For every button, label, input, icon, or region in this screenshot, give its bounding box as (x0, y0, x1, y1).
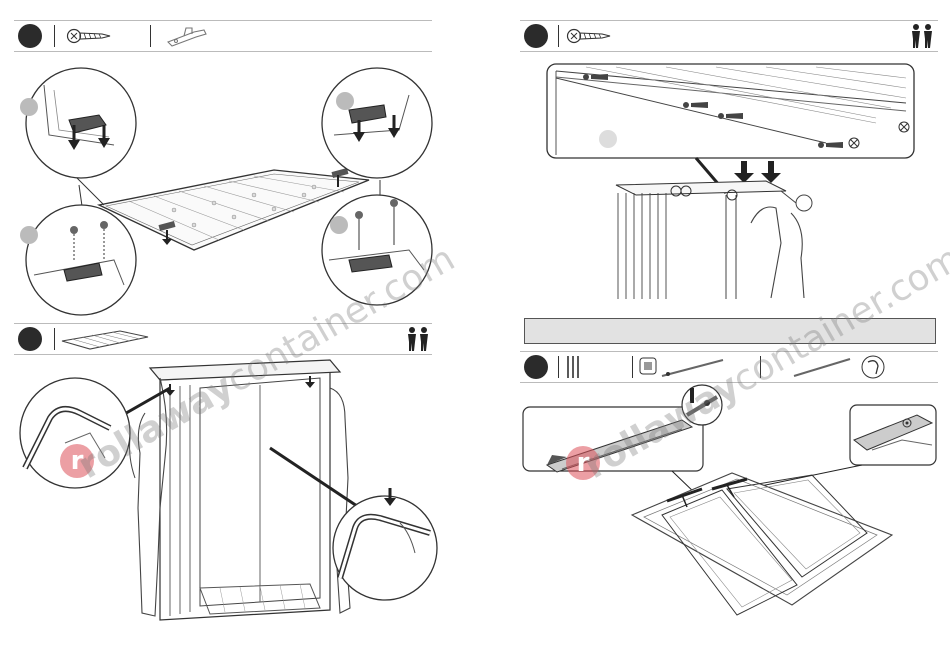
divider (54, 328, 55, 350)
step-number-circle (18, 24, 42, 48)
step-number-circle (524, 24, 548, 48)
rod-icon (564, 355, 584, 379)
step-number-circle (524, 355, 548, 379)
hook-icon (858, 354, 888, 380)
detail-callout (322, 68, 432, 178)
roof-panel-icon (60, 327, 150, 351)
two-people-icon (910, 23, 934, 49)
divider (558, 25, 559, 47)
step-header-left-bottom (14, 323, 432, 355)
two-people-icon (406, 326, 430, 352)
bracket-icon (164, 24, 210, 48)
detail-callout (20, 205, 136, 315)
detail-callout (20, 68, 136, 178)
screw-icon (66, 28, 114, 44)
step-header-right-top (520, 20, 938, 52)
divider (150, 25, 151, 47)
divider (558, 356, 559, 378)
divider (54, 25, 55, 47)
step-number-circle (18, 327, 42, 351)
roof-screw-illustration (546, 63, 916, 303)
step-header-left-top (14, 20, 432, 52)
divider (632, 356, 633, 378)
base-floor-illustration (14, 75, 434, 305)
screw-icon (566, 28, 614, 44)
floor-rail-illustration (522, 385, 940, 635)
detail-callout (333, 488, 437, 600)
